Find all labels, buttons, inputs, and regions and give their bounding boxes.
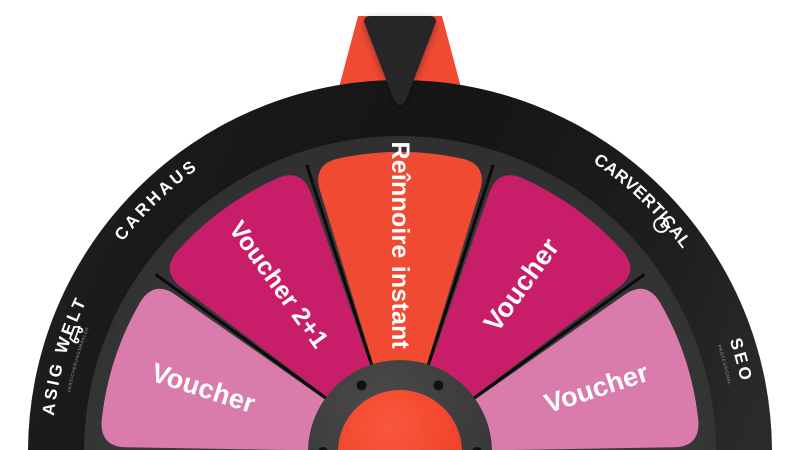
wheel-segment-voucher-right-mid[interactable] [428, 175, 631, 400]
segment-divider [468, 273, 646, 403]
hub-center-button[interactable] [338, 390, 462, 450]
wheel-segments[interactable] [101, 151, 699, 450]
segment-dividers [154, 164, 646, 403]
segment-divider [425, 164, 495, 371]
segment-label-reinnoire-instant: Reînnoire instant [386, 141, 414, 349]
hub-bolt-icon [433, 380, 444, 391]
wheel-segment-voucher-2plus1[interactable] [169, 175, 372, 400]
wheel-pointer [364, 16, 436, 105]
wheel-segment-voucher-right-outer[interactable] [472, 288, 699, 450]
wheel-hub[interactable] [308, 360, 492, 450]
wheel-segment-reinnoire-instant[interactable] [318, 151, 482, 368]
segment-divider [154, 273, 332, 403]
hub-bolts [318, 380, 482, 450]
clock-icon [653, 217, 670, 233]
car-icon [69, 325, 84, 344]
hub-bolt-icon [356, 380, 367, 391]
segment-divider [305, 164, 375, 371]
hub-bolt-icon [318, 447, 328, 450]
wheel-segment-voucher-left-outer[interactable] [101, 288, 328, 450]
pointer-triangle-icon [364, 16, 436, 105]
hub-bolt-icon [472, 447, 482, 450]
